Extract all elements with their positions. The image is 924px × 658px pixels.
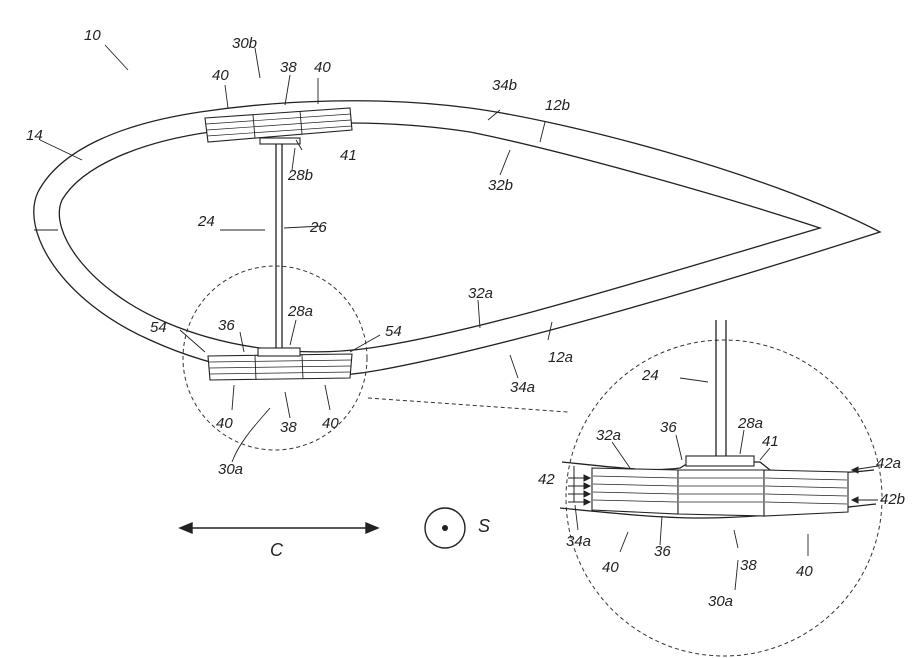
side-upper-right-label: 40 <box>314 59 331 76</box>
span-label: S <box>478 516 490 536</box>
core-lower-label: 38 <box>280 419 297 436</box>
cover-lower-label: 36 <box>218 317 235 334</box>
inner-upper-label: 32b <box>488 177 513 194</box>
detail-cover-bottom-label: 36 <box>654 543 671 560</box>
web-label: 26 <box>309 219 327 236</box>
shell-lower-label: 12a <box>548 349 573 366</box>
detail-spar-cap <box>592 456 848 516</box>
core-upper-label: 38 <box>280 59 297 76</box>
side-lower-right-label: 40 <box>322 415 339 432</box>
inner-lower-label: 32a <box>468 285 493 302</box>
detail-plies-label: 42 <box>538 471 555 488</box>
spar-assembly-label: 24 <box>197 213 215 230</box>
side-lower-left-label: 40 <box>216 415 233 432</box>
detail-outer-label: 34a <box>566 533 591 550</box>
detail-cap-label: 30a <box>708 593 733 610</box>
detail-spar-web <box>716 320 726 458</box>
chord-label: C <box>270 540 284 560</box>
airfoil-inner-surface <box>59 123 820 352</box>
shear-web <box>276 144 282 352</box>
detail-adhesive-label: 41 <box>762 433 779 450</box>
cap-upper-label: 30b <box>232 35 257 52</box>
detail-spar-label: 24 <box>641 367 659 384</box>
adhesive-upper-label: 41 <box>340 147 357 164</box>
detail-ply-a-label: 42a <box>876 455 901 472</box>
ref-numeral-label: 10 <box>84 27 101 44</box>
detail-connector <box>368 398 568 412</box>
edge-left-label: 54 <box>150 319 167 336</box>
detail-flange-label: 28a <box>737 415 763 432</box>
blade-label: 14 <box>26 127 43 144</box>
edge-right-label: 54 <box>385 323 402 340</box>
chord-arrow <box>180 523 378 533</box>
flange-upper-label: 28b <box>287 167 313 184</box>
side-upper-left-label: 40 <box>212 67 229 84</box>
cap-lower-label: 30a <box>218 461 243 478</box>
flange-lower-label: 28a <box>287 303 313 320</box>
outer-upper-label: 34b <box>492 77 517 94</box>
detail-side-right-label: 40 <box>796 563 813 580</box>
outer-lower-label: 34a <box>510 379 535 396</box>
detail-ply-b-label: 42b <box>880 491 905 508</box>
detail-side-left-label: 40 <box>602 559 619 576</box>
span-symbol <box>425 508 465 548</box>
detail-inner-label: 32a <box>596 427 621 444</box>
detail-core-label: 38 <box>740 557 757 574</box>
detail-cover-label: 36 <box>660 419 677 436</box>
upper-spar-cap <box>205 108 352 144</box>
shell-upper-label: 12b <box>545 97 570 114</box>
lower-spar-cap <box>208 348 352 380</box>
